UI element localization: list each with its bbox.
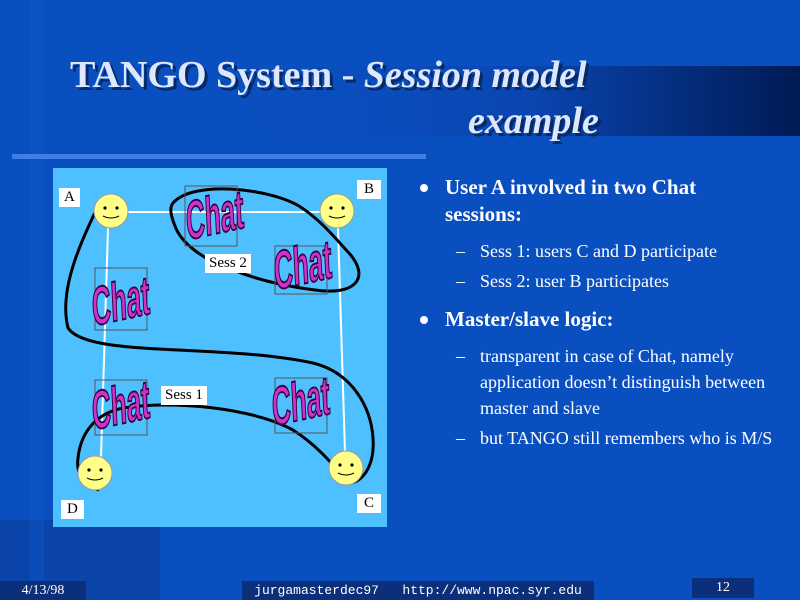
dash-icon: –: [456, 271, 465, 291]
title-prefix: TANGO System -: [70, 54, 364, 96]
title-underline: [12, 154, 426, 159]
footer-page-number: 12: [692, 578, 754, 598]
footer-date: 4/13/98: [0, 581, 86, 600]
subbullet-1-1-text: Sess 1: users C and D participate: [480, 241, 717, 261]
subbullet-1-1: –Sess 1: users C and D participate: [418, 238, 778, 264]
user-c-smiley: [328, 450, 364, 486]
chat-box-a: [184, 185, 238, 247]
subbullet-2-2-text: but TANGO still remembers who is M/S: [480, 428, 773, 448]
chat-label-2: Chat: [273, 229, 334, 303]
session-label-2: Sess 2: [205, 254, 251, 273]
bullet-1-text: User A involved in two Chat sessions:: [445, 175, 697, 226]
node-label-d: D: [61, 500, 84, 519]
chat-box-c: [274, 377, 328, 434]
chat-label-4: Chat: [91, 369, 152, 443]
slide-title: TANGO System - Session model example: [70, 52, 710, 144]
session-1-boundary: [64, 203, 375, 492]
session-diagram: Chat Chat Chat Chat Chat A B D C Sess 2: [53, 168, 387, 527]
node-label-c: C: [357, 494, 382, 513]
footer-source-name: jurgamasterdec97: [254, 583, 379, 598]
chat-label-5: Chat: [271, 365, 332, 439]
node-label-a: A: [59, 188, 80, 207]
bullet-2: Master/slave logic:: [418, 306, 778, 333]
title-italic: Session model: [363, 54, 587, 96]
dash-icon: –: [456, 346, 465, 366]
user-d-smiley: [77, 455, 113, 491]
bullet-dot-icon: [420, 316, 428, 324]
diagram-canvas: Chat Chat Chat Chat Chat: [64, 178, 375, 492]
chat-box-b: [274, 245, 328, 295]
subbullet-1-2-text: Sess 2: user B participates: [480, 271, 669, 291]
bullet-2-text: Master/slave logic:: [445, 307, 614, 331]
title-italic-line2: example: [468, 100, 599, 142]
session-2-boundary: [169, 187, 361, 293]
footer-source: jurgamasterdec97 http://www.npac.syr.edu: [242, 581, 594, 600]
user-b-smiley: [319, 193, 355, 229]
bullet-dot-icon: [420, 184, 428, 192]
chat-label-3: Chat: [91, 265, 152, 339]
session-label-1: Sess 1: [161, 386, 207, 405]
chat-box-a2: [94, 267, 148, 331]
subbullet-2-1-text: transparent in case of Chat, namely appl…: [480, 346, 766, 418]
subbullet-1-2: –Sess 2: user B participates: [418, 268, 778, 294]
dash-icon: –: [456, 241, 465, 261]
subbullet-2-1: –transparent in case of Chat, namely app…: [418, 343, 778, 421]
dash-icon: –: [456, 428, 465, 448]
node-label-b: B: [357, 180, 382, 199]
bullet-list: User A involved in two Chat sessions: –S…: [418, 174, 778, 455]
user-a-smiley: [93, 193, 129, 229]
chat-label-1: Chat: [185, 179, 246, 253]
footer-url: http://www.npac.syr.edu: [402, 583, 582, 598]
link-b-c: [337, 227, 346, 454]
subbullet-2-2: –but TANGO still remembers who is M/S: [418, 425, 778, 451]
bullet-1: User A involved in two Chat sessions:: [418, 174, 778, 228]
chat-box-d: [94, 379, 148, 436]
